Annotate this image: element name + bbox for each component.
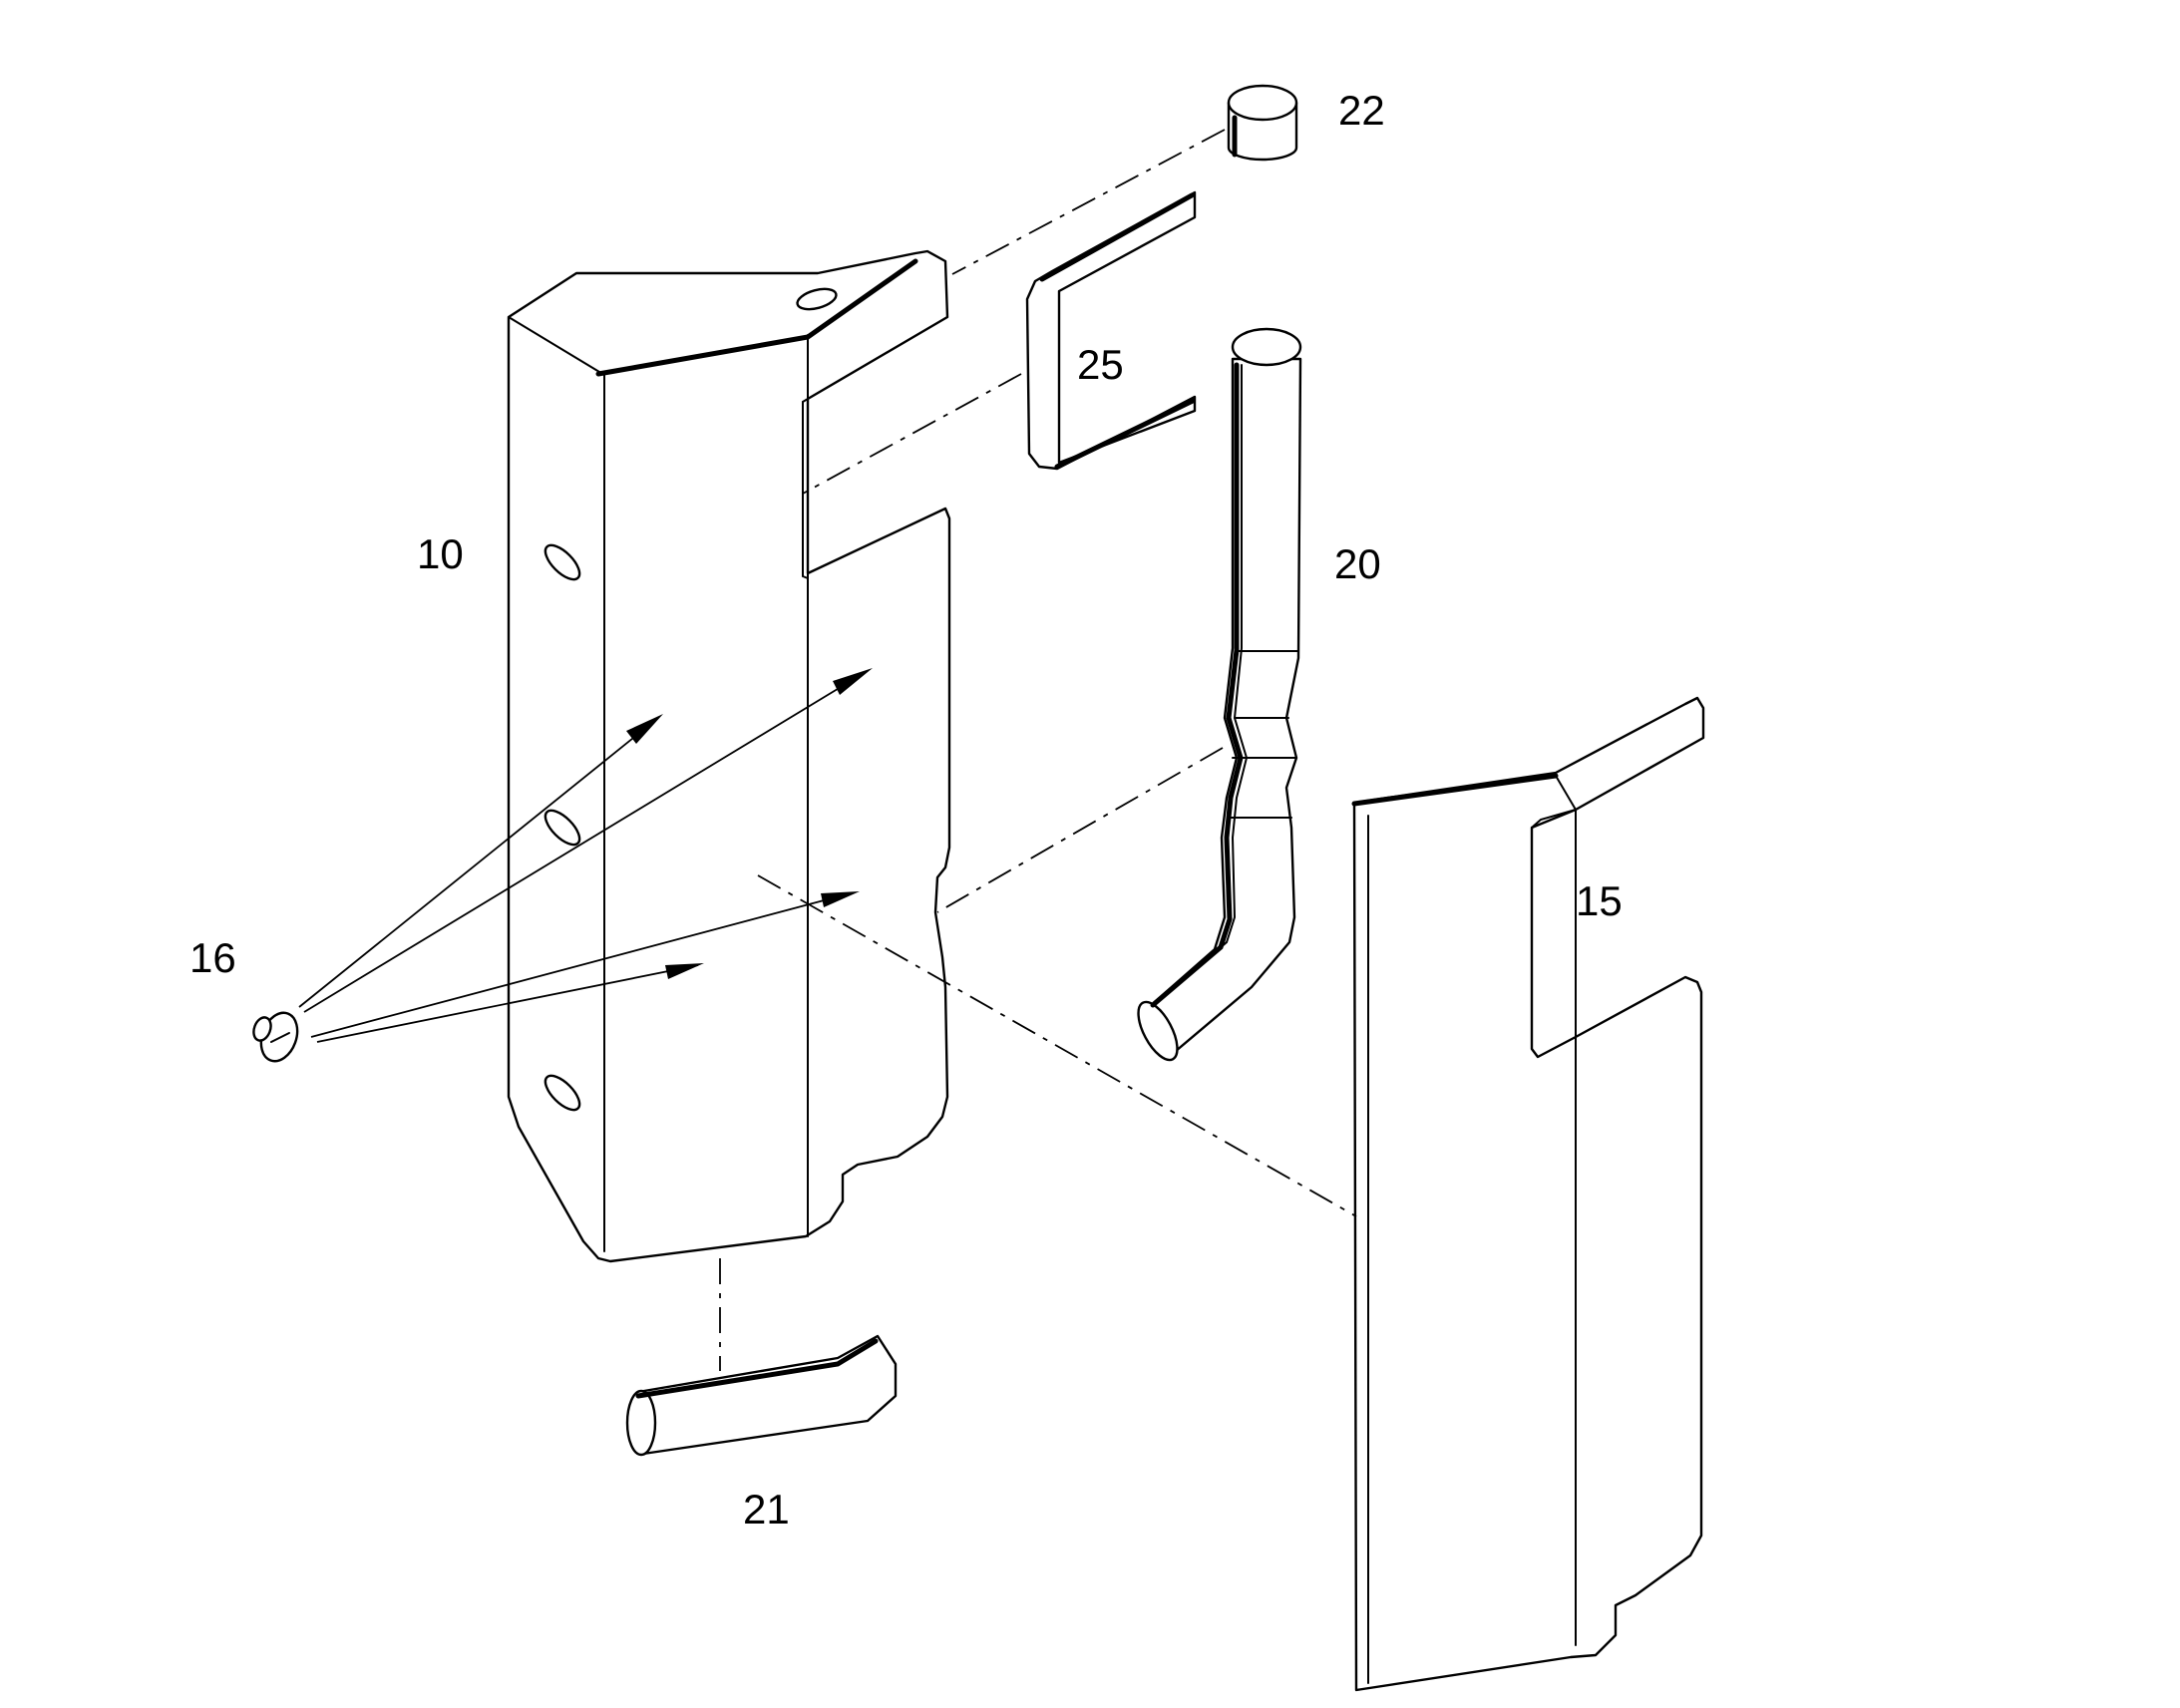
callout-20: 20 bbox=[1334, 540, 1381, 587]
callout-22: 22 bbox=[1338, 87, 1385, 134]
callout-21: 21 bbox=[743, 1486, 790, 1533]
part-10-housing bbox=[507, 249, 951, 1263]
slot-hole bbox=[544, 1074, 581, 1112]
part-16-rivet bbox=[252, 1011, 299, 1063]
callout-15: 15 bbox=[1576, 877, 1623, 924]
part-25-u-bracket bbox=[1025, 190, 1197, 471]
slot-hole bbox=[544, 543, 581, 581]
callout-10: 10 bbox=[417, 530, 464, 577]
callout-25: 25 bbox=[1077, 341, 1124, 388]
part-22-end-cap bbox=[1227, 84, 1298, 162]
rivet-leader-arrows bbox=[298, 668, 873, 1043]
slot-hole bbox=[544, 809, 581, 847]
part-15-cover-plate bbox=[1351, 696, 1705, 1692]
callout-16: 16 bbox=[189, 934, 236, 981]
part-20-bent-tube bbox=[1137, 327, 1302, 1062]
slot-hole bbox=[796, 287, 838, 311]
assembly-center-lines bbox=[719, 129, 1357, 1371]
part-21-short-tube bbox=[625, 1334, 898, 1457]
